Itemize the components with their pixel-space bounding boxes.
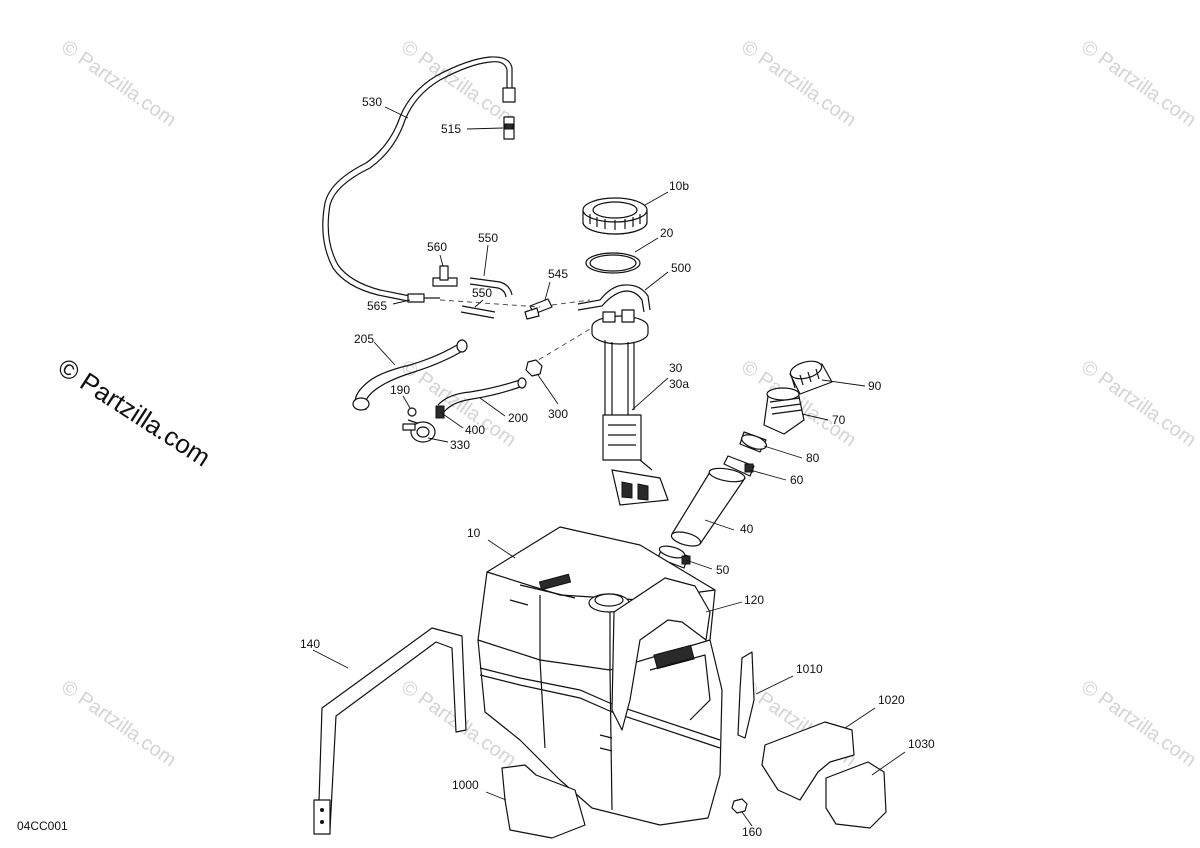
callout-550: 550	[478, 231, 498, 245]
callout-10: 10	[467, 526, 481, 540]
callout-1020: 1020	[878, 693, 905, 707]
callout-515: 515	[441, 122, 461, 136]
callout-30a: 30a	[669, 377, 689, 391]
filler-neck-70[interactable]	[763, 387, 805, 435]
filler-hose-40[interactable]	[670, 466, 746, 549]
fuel-pump-module-30[interactable]	[591, 309, 669, 506]
clamp-330[interactable]	[402, 421, 436, 443]
callout-300: 300	[548, 407, 568, 421]
callout-1000: 1000	[452, 778, 479, 792]
callout-545: 545	[548, 267, 568, 281]
callout-60: 60	[790, 473, 804, 487]
leader-lines	[312, 106, 906, 827]
shield-1000[interactable]	[501, 764, 586, 839]
diagram-code: 04CC001	[17, 819, 68, 833]
callout-90: 90	[868, 379, 882, 393]
hose-550-upper[interactable]	[469, 277, 513, 298]
fitting-515[interactable]	[503, 116, 515, 140]
watermark: © Partzilla.com	[57, 676, 180, 771]
callout-205: 205	[354, 332, 374, 346]
callout-565: 565	[367, 299, 387, 313]
nut-160[interactable]	[731, 798, 748, 814]
callout-20: 20	[660, 226, 674, 240]
connector-565[interactable]	[407, 293, 440, 303]
copyright-text: © Partzilla.com	[53, 352, 216, 473]
callout-80: 80	[806, 451, 820, 465]
callout-530: 530	[362, 95, 382, 109]
t-fitting-560[interactable]	[432, 265, 458, 287]
callout-560: 560	[427, 240, 447, 254]
nut-300[interactable]	[525, 359, 543, 377]
watermark: © Partzilla.com	[397, 36, 520, 131]
callout-140: 140	[300, 637, 320, 651]
callout-500: 500	[671, 261, 691, 275]
callout-400: 400	[465, 423, 485, 437]
watermark: © Partzilla.com	[737, 36, 860, 131]
hose-550-lower[interactable]	[460, 305, 496, 319]
callout-120: 120	[744, 593, 764, 607]
hose-205[interactable]	[352, 339, 468, 411]
callout-1030: 1030	[908, 737, 935, 751]
callout-50: 50	[716, 563, 730, 577]
callout-160: 160	[742, 825, 762, 839]
vent-hose-530[interactable]	[322, 56, 516, 303]
callout-1010: 1010	[796, 662, 823, 676]
cover-1030[interactable]	[825, 761, 887, 829]
tank-strap-140[interactable]	[313, 627, 467, 835]
watermark: © Partzilla.com	[57, 36, 180, 131]
hose-500[interactable]	[577, 284, 651, 313]
tank-strap-120[interactable]	[611, 577, 711, 731]
watermark: © Partzilla.com	[1077, 36, 1200, 131]
clamp-80[interactable]	[739, 431, 769, 453]
callout-70: 70	[832, 413, 846, 427]
shield-1020[interactable]	[761, 721, 855, 801]
callout-330: 330	[450, 438, 470, 452]
shield-1010[interactable]	[737, 651, 755, 739]
callout-40: 40	[740, 522, 754, 536]
clip-190[interactable]	[407, 407, 421, 425]
filler-cap-90[interactable]	[788, 358, 833, 395]
watermark: © Partzilla.com	[1077, 676, 1200, 771]
seal-ring-20[interactable]	[585, 252, 641, 274]
lock-ring-10b[interactable]	[582, 197, 648, 235]
callout-labels: 530 515 10b 20 560 550 545 500 565 550 2…	[300, 95, 935, 839]
watermark: © Partzilla.com	[1077, 356, 1200, 451]
callout-550: 550	[472, 286, 492, 300]
callout-10b: 10b	[669, 179, 689, 193]
callout-30: 30	[669, 361, 683, 375]
callout-200: 200	[508, 411, 528, 425]
connector-545[interactable]	[524, 298, 553, 320]
assembly-guide-line	[439, 299, 591, 308]
callout-190: 190	[390, 383, 410, 397]
hose-200[interactable]	[437, 377, 527, 413]
clamp-60[interactable]	[723, 455, 755, 477]
